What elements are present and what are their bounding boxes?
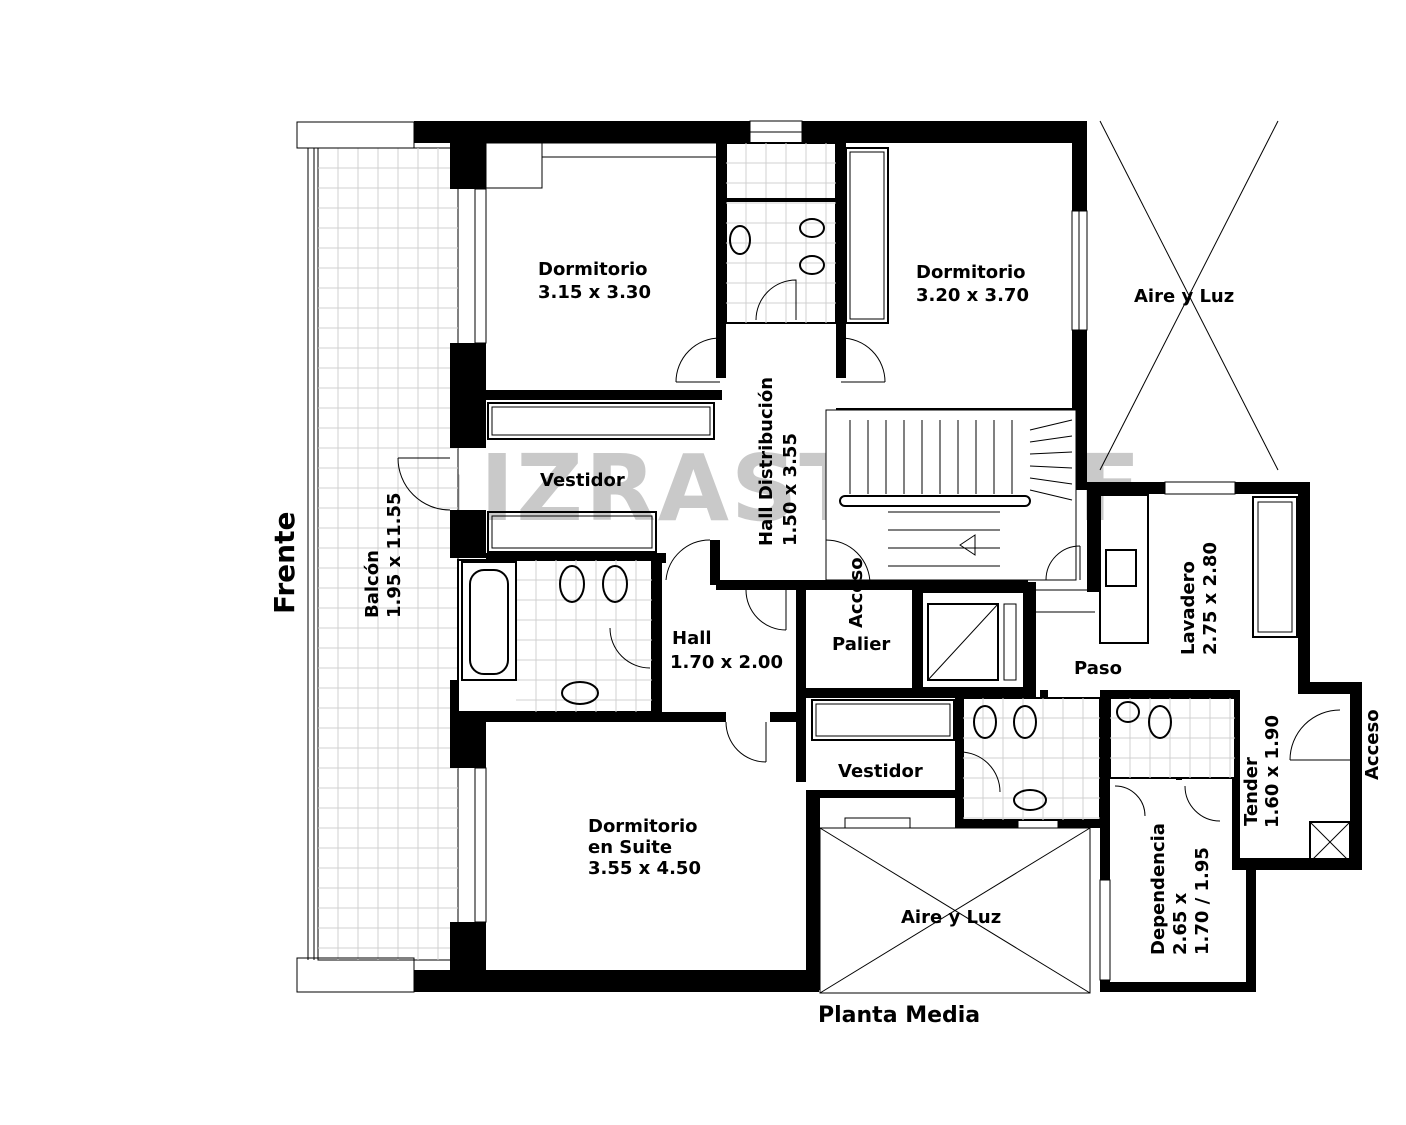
light-well-upper bbox=[1099, 120, 1279, 471]
laundry-fixtures bbox=[1036, 494, 1351, 863]
room-line2-dependencia: 2.65 x bbox=[1170, 892, 1191, 955]
room-name-paso: Paso bbox=[1074, 658, 1122, 679]
room-dims-lavadero: 2.75 x 2.80 bbox=[1200, 542, 1221, 655]
front-label: Frente bbox=[268, 512, 301, 614]
room-dims-tender: 1.60 x 1.90 bbox=[1262, 715, 1283, 828]
room-dims-suite: 3.55 x 4.50 bbox=[588, 858, 701, 879]
room-name-hall-dist: Hall Distribución bbox=[756, 377, 777, 546]
plan-title: Planta Media bbox=[818, 1003, 980, 1028]
room-name-lavadero: Lavadero bbox=[1178, 561, 1199, 655]
room-dims-dorm1: 3.15 x 3.30 bbox=[538, 282, 651, 303]
room-dims-hall: 1.70 x 2.00 bbox=[670, 652, 783, 673]
room-name-acceso-palier: Acceso bbox=[846, 557, 867, 628]
light-well-lower bbox=[819, 827, 1091, 994]
room-dims-hall-dist: 1.50 x 3.55 bbox=[780, 433, 801, 546]
bathroom-upper bbox=[725, 142, 837, 324]
balcony-area bbox=[296, 121, 459, 993]
windows bbox=[474, 120, 1236, 981]
room-name-aire2: Aire y Luz bbox=[901, 907, 1001, 928]
staircase bbox=[825, 409, 1077, 581]
bathroom-service bbox=[1109, 697, 1236, 779]
bathroom-suite bbox=[962, 697, 1101, 821]
room-name-aire1: Aire y Luz bbox=[1134, 286, 1234, 307]
room-name-dorm1: Dormitorio bbox=[538, 259, 648, 280]
room-name-hall: Hall bbox=[672, 628, 712, 649]
room-name-acceso2: Acceso bbox=[1362, 709, 1383, 780]
room-name-suite: Dormitorio bbox=[588, 816, 698, 837]
door-swings bbox=[397, 337, 1350, 822]
closets bbox=[485, 142, 1298, 741]
room-name-tender: Tender bbox=[1241, 757, 1262, 826]
room-dims-balcon: 1.95 x 11.55 bbox=[384, 493, 405, 619]
room-dims-dorm2: 3.20 x 3.70 bbox=[916, 285, 1029, 306]
room-sub-palier: Palier bbox=[832, 634, 890, 655]
room-name-vestidor2: Vestidor bbox=[838, 761, 923, 782]
room-dims-dependencia: 1.70 / 1.95 bbox=[1192, 847, 1213, 955]
elevator bbox=[921, 591, 1025, 689]
room-name-vestidor1: Vestidor bbox=[540, 470, 625, 491]
bathroom-main bbox=[457, 559, 653, 713]
room-line2-suite: en Suite bbox=[588, 837, 672, 858]
room-name-dependencia: Dependencia bbox=[1148, 823, 1169, 955]
room-name-balcon: Balcón bbox=[362, 550, 383, 618]
room-name-dorm2: Dormitorio bbox=[916, 262, 1026, 283]
